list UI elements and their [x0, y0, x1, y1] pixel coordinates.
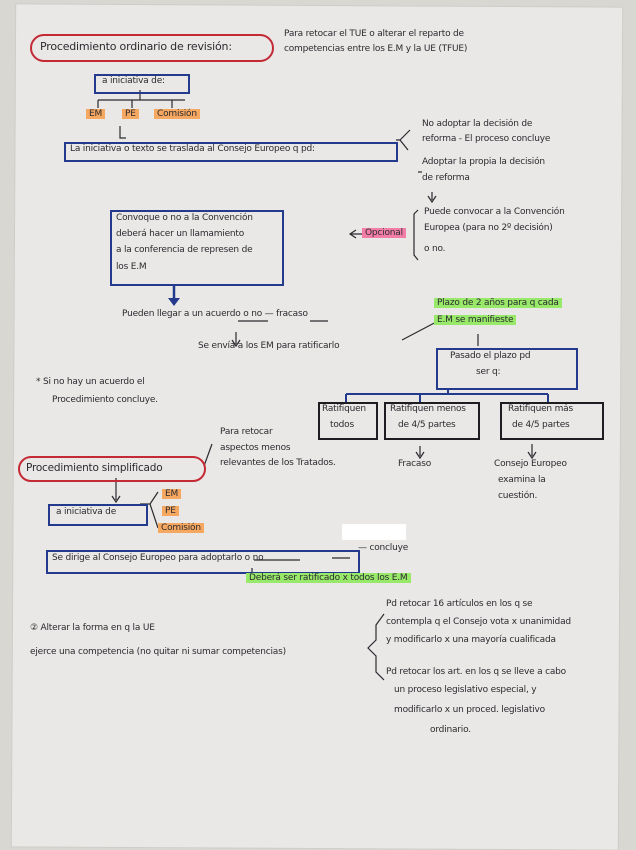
simplified-initiative-label: a iniciativa de [56, 507, 117, 517]
option-adopt-line-2: de reforma [422, 173, 470, 183]
deadline-line-1: Plazo de 2 años para q cada [434, 298, 562, 308]
top-note-line-1: Para retocar el TUE o alterar el reparto… [284, 29, 464, 39]
right-block-1-line-2: contempla q el Consejo vota x unanimidad [386, 617, 571, 627]
agreement-line: Pueden llegar a un acuerdo o no — fracas… [122, 309, 308, 319]
outcome-council-line-3: cuestión. [498, 491, 538, 501]
right-block-1-line-1: Pd retocar 16 artículos en los q se [386, 599, 533, 609]
right-block-2-line-3: modificarlo x un proced. legislativo [394, 705, 545, 715]
conference-line-4: los E.M [116, 262, 147, 272]
conference-box-frame [110, 210, 284, 286]
option-adopt-line-1: Adoptar la propia la decisión [422, 157, 545, 167]
initiator-pe: PE [122, 109, 139, 119]
simplified-initiator-pe: PE [162, 506, 179, 516]
outcome-box-3-line-1: Ratifiquen más [508, 404, 573, 414]
outcome-box-2-line-1: Ratifiquen menos [390, 404, 466, 414]
redaction-patch [342, 524, 406, 540]
simplified-note-line-2: aspectos menos [220, 443, 291, 453]
transfer-box-frame [64, 142, 398, 162]
initiator-em: EM [86, 109, 106, 119]
outcome-box-1-line-2: todos [330, 420, 354, 430]
simplified-box-frame [46, 550, 360, 574]
right-block-2-line-1: Pd retocar los art. en los q se lleve a … [386, 667, 566, 677]
deadline-line-2: E.M se manifieste [434, 315, 517, 325]
right-block-1-line-3: y modificarlo x una mayoría cualificada [386, 635, 556, 645]
simplified-concludes: — concluye [358, 543, 409, 553]
option-no-adopt-line-1: No adoptar la decisión de [422, 119, 533, 129]
initiator-commission: Comisión [154, 109, 200, 119]
simplified-initiator-em: EM [162, 489, 182, 499]
right-block-2-line-4: ordinario. [430, 725, 471, 735]
simplified-note-line-3: relevantes de los Tratados. [220, 458, 336, 468]
deadline-box-frame [436, 348, 578, 390]
must-ratify: Deberá ser ratificado x todos los E.M [246, 573, 411, 583]
outcome-box-3-line-2: de 4/5 partes [512, 420, 570, 430]
no-agreement-note-line-1: * Si no hay un acuerdo el [36, 377, 145, 387]
outcome-failure: Fracaso [398, 459, 431, 469]
conference-line-1: Convoque o no a la Convención [116, 213, 253, 223]
outcome-box-1-line-1: Ratifiquen [322, 404, 366, 414]
ordinary-procedure-title: Procedimiento ordinario de revisión: [40, 40, 232, 53]
outcome-council-line-1: Consejo Europeo [494, 459, 567, 469]
outcome-box-2-frame [384, 402, 480, 440]
optional-label: Opcional [362, 228, 406, 238]
outcome-box-1-frame [318, 402, 378, 440]
transfer-box-text: La iniciativa o texto se traslada al Con… [70, 144, 315, 154]
top-note-line-2: competencias entre los E.M y la UE (TFUE… [284, 44, 468, 54]
ratify-line: Se envía a los EM para ratificarlo [198, 341, 340, 351]
outcome-box-2-line-2: de 4/5 partes [398, 420, 456, 430]
conference-line-3: a la conferencia de represen de [116, 245, 253, 255]
outcome-council-line-2: examina la [498, 475, 546, 485]
deadline-box-line-2: ser q: [476, 367, 501, 377]
conference-line-2: deberá hacer un llamamiento [116, 229, 245, 239]
alter-line: ② Alterar la forma en q la UE [30, 623, 155, 633]
convention-line-1: Puede convocar a la Convención [424, 207, 565, 217]
convention-line-2: Europea (para no 2º decisión) [424, 223, 553, 233]
convention-line-3: o no. [424, 244, 446, 254]
simplified-procedure-title: Procedimiento simplificado [26, 462, 163, 474]
right-block-2-line-2: un proceso legislativo especial, y [394, 685, 537, 695]
no-agreement-note-line-2: Procedimiento concluye. [52, 395, 158, 405]
option-no-adopt-line-2: reforma - El proceso concluye [422, 134, 551, 144]
deadline-box-line-1: Pasado el plazo pd [450, 351, 531, 361]
outcome-box-3-frame [500, 402, 604, 440]
simplified-note-line-1: Para retocar [220, 427, 273, 437]
simplified-box-text: Se dirige al Consejo Europeo para adopta… [52, 553, 264, 563]
simplified-initiative-frame [48, 504, 148, 526]
simplified-initiator-commission: Comisión [158, 523, 204, 533]
ordinary-procedure-title-frame [30, 34, 274, 62]
simplified-procedure-title-frame [18, 456, 206, 482]
initiative-frame [94, 74, 190, 94]
initiative-label: a iniciativa de: [102, 76, 165, 86]
exercise-line: ejerce una competencia (no quitar ni sum… [30, 647, 286, 657]
